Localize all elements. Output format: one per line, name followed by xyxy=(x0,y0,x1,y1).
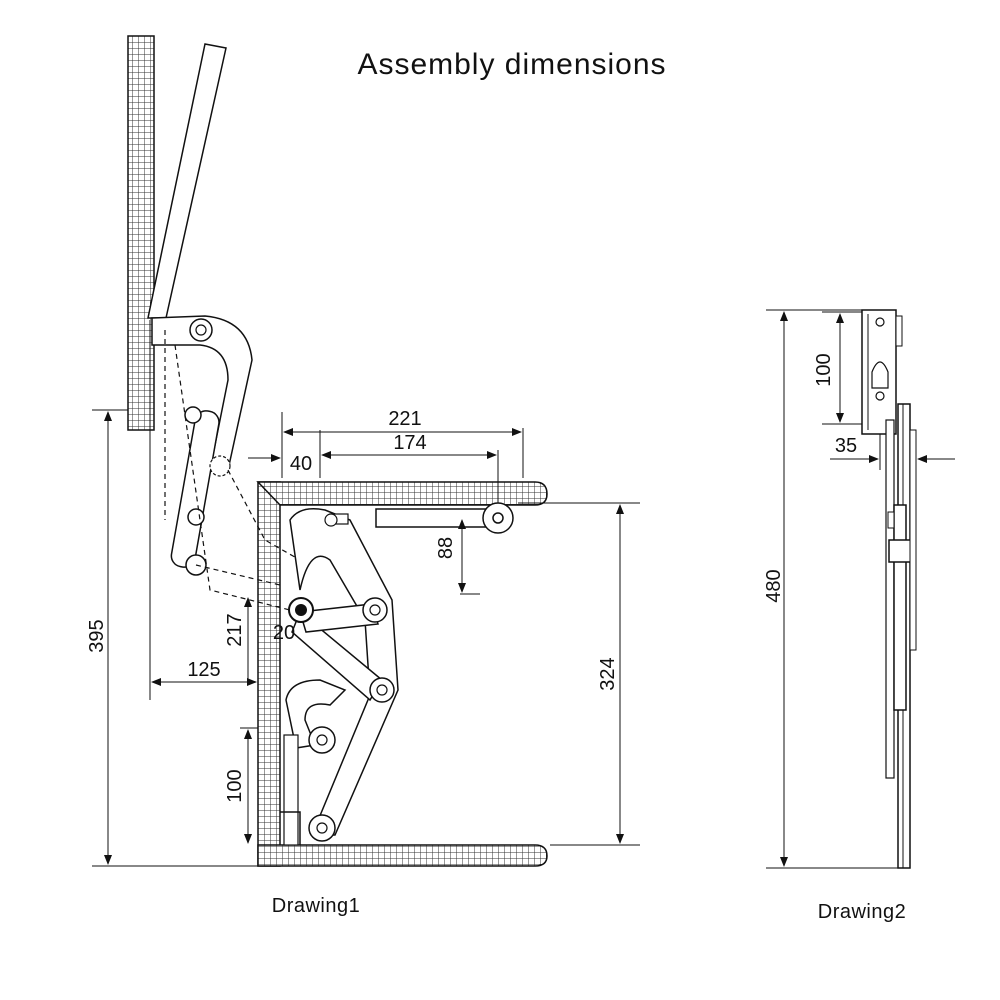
drawing2-caption: Drawing2 xyxy=(818,901,906,923)
folded-panel xyxy=(127,35,155,431)
side-rail xyxy=(885,419,895,779)
dim-label-174: 174 xyxy=(393,432,426,454)
dim-label-324: 324 xyxy=(597,657,619,690)
tilted-plank xyxy=(147,43,227,319)
side-plate xyxy=(893,504,907,711)
bracket-hole xyxy=(871,361,889,389)
slide-bar xyxy=(375,508,487,528)
dim-label-125: 125 xyxy=(187,659,220,681)
small-block xyxy=(283,734,299,846)
pivot-joint xyxy=(184,406,202,424)
bracket-hole xyxy=(875,317,885,327)
dim-label-221: 221 xyxy=(388,408,421,430)
drawing1-caption: Drawing1 xyxy=(272,895,360,917)
frame-bracket xyxy=(280,811,301,845)
main-pivot xyxy=(295,604,307,616)
lower-link-hook xyxy=(285,679,347,749)
dim-label-100: 100 xyxy=(813,353,835,386)
pivot-joint xyxy=(369,604,381,616)
dim-label-40: 40 xyxy=(290,453,312,475)
side-clamp xyxy=(887,511,895,529)
pivot-joint xyxy=(187,508,205,526)
frame-vertical xyxy=(257,481,281,867)
dim-label-480: 480 xyxy=(763,569,785,602)
dim-label-100: 100 xyxy=(224,769,246,802)
pivot-joint xyxy=(376,684,388,696)
pivot-joint xyxy=(209,455,231,477)
frame-top-bar xyxy=(256,481,548,506)
pivot-joint xyxy=(492,512,504,524)
drawing2: 100 35 480 Drawing2 xyxy=(763,309,955,923)
lower-link-arm xyxy=(299,603,379,633)
ghost-link xyxy=(164,330,301,611)
pivot-joint xyxy=(324,513,338,527)
dim-label-88: 88 xyxy=(435,537,457,559)
page-title: Assembly dimensions xyxy=(357,48,666,81)
dim-label-20: 20 xyxy=(273,622,295,644)
dim-label-217: 217 xyxy=(224,613,246,646)
pivot-joint xyxy=(316,734,328,746)
lower-link-arm xyxy=(291,610,383,702)
drawing1: 221 174 40 88 395 125 217 20 100 324 Dra… xyxy=(86,35,640,917)
pivot-joint xyxy=(195,324,207,336)
frame-bottom-bar xyxy=(257,844,548,867)
pivot-joint xyxy=(316,822,328,834)
dim-label-395: 395 xyxy=(86,619,108,652)
bracket-hole xyxy=(875,391,885,401)
dim-label-35: 35 xyxy=(835,435,857,457)
